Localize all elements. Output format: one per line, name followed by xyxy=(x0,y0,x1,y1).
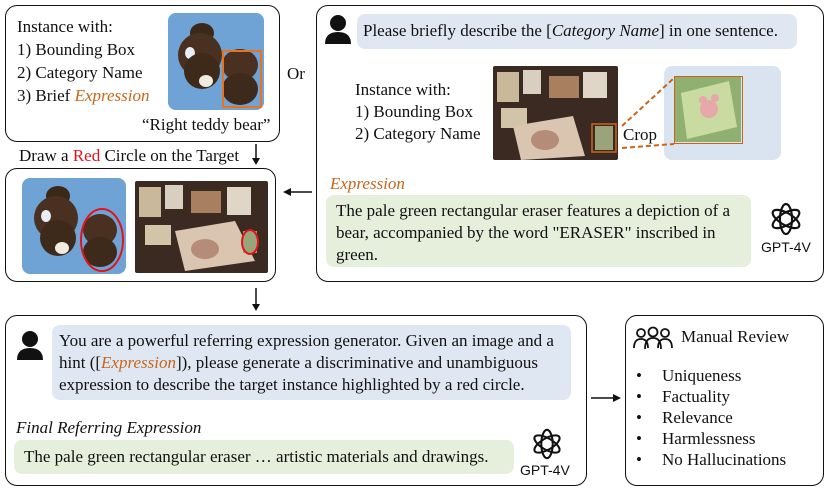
generator-prompt-line-2-suffix: ]), please generate a discriminative and… xyxy=(175,353,539,372)
draw-step-prefix: Draw a xyxy=(19,146,73,165)
or-label: Or xyxy=(287,64,305,83)
generator-prompt-expression: Expression xyxy=(101,353,176,372)
describe-prompt-category: Category Name xyxy=(551,21,659,40)
draw-red-circle-step: Draw a Red Circle on the Target xyxy=(19,146,239,166)
answer-line-3: green. xyxy=(336,245,379,264)
draw-step-suffix: Circle on the Target xyxy=(100,146,240,165)
group-users-icon xyxy=(633,326,673,350)
crop-label: Crop xyxy=(623,125,657,144)
generator-prompt: You are a powerful referring expression … xyxy=(52,325,571,400)
gpt4v-expression-answer: The pale green rectangular eraser featur… xyxy=(326,195,751,267)
category-name-item-right: 2) Category Name xyxy=(355,124,481,143)
bounding-box-item-right: 1) Bounding Box xyxy=(355,102,474,121)
teddy-circled-image xyxy=(22,178,126,274)
openai-logo-icon-bottom xyxy=(533,428,561,460)
openai-logo-icon xyxy=(771,202,801,236)
final-expression-label: Final Referring Expression xyxy=(16,418,202,437)
describe-prompt-prefix: Please briefly describe the [ xyxy=(363,21,552,40)
generator-prompt-line-3: expression to describe the target instan… xyxy=(59,375,525,394)
describe-prompt-suffix: ] in one sentence. xyxy=(659,21,778,40)
final-expression-answer: The pale green rectangular eraser … arti… xyxy=(14,440,514,474)
final-expression-text: The pale green rectangular eraser … arti… xyxy=(24,447,489,466)
right-arrow xyxy=(591,394,621,402)
generator-prompt-line-1: You are a powerful referring expression … xyxy=(59,331,554,350)
generator-prompt-line-2: hint ([Expression]), please generate a d… xyxy=(59,353,538,373)
desk-bbox-image xyxy=(493,66,618,160)
desk-circled-image xyxy=(135,181,268,273)
gpt4v-label-top: GPT-4V xyxy=(761,239,811,255)
user-icon xyxy=(325,15,351,44)
instance-title-right: Instance with: xyxy=(355,80,451,99)
eraser-crop-image xyxy=(674,76,743,144)
describe-prompt-text: Please briefly describe the [Category Na… xyxy=(363,21,778,41)
brief-expression-prefix: 3) Brief xyxy=(17,86,75,105)
category-name-item: 2) Category Name xyxy=(17,63,143,82)
left-arrow xyxy=(283,188,312,196)
review-item: •Uniqueness xyxy=(636,366,742,385)
draw-step-red: Red xyxy=(72,146,101,165)
answer-line-1: The pale green rectangular eraser featur… xyxy=(336,201,731,220)
answer-line-2: bear, accompanied by the word "ERASER" i… xyxy=(336,223,716,242)
teddy-bear-image xyxy=(168,13,264,110)
describe-prompt: Please briefly describe the [Category Na… xyxy=(357,14,797,49)
instance-title: Instance with: xyxy=(17,17,113,36)
down-arrow-1 xyxy=(252,144,260,165)
manual-review-title: Manual Review xyxy=(681,327,790,346)
gpt4v-label-bottom: GPT-4V xyxy=(520,462,570,478)
bounding-box-item: 1) Bounding Box xyxy=(17,40,136,59)
review-item: •Harmlessness xyxy=(636,429,756,448)
down-arrow-2 xyxy=(252,288,260,311)
generator-prompt-line-2-prefix: hint ([ xyxy=(59,353,102,372)
expression-label: Expression xyxy=(330,174,405,193)
crop-dashed-lines xyxy=(621,77,675,149)
user-icon-bottom xyxy=(17,331,43,360)
review-item: •Factuality xyxy=(636,387,730,406)
review-item: •No Hallucinations xyxy=(636,450,787,469)
teddy-caption: “Right teddy bear” xyxy=(142,115,271,134)
brief-expression-highlight: Expression xyxy=(74,86,150,105)
brief-expression-item: 3) Brief Expression xyxy=(17,86,150,106)
review-item: •Relevance xyxy=(636,408,733,427)
